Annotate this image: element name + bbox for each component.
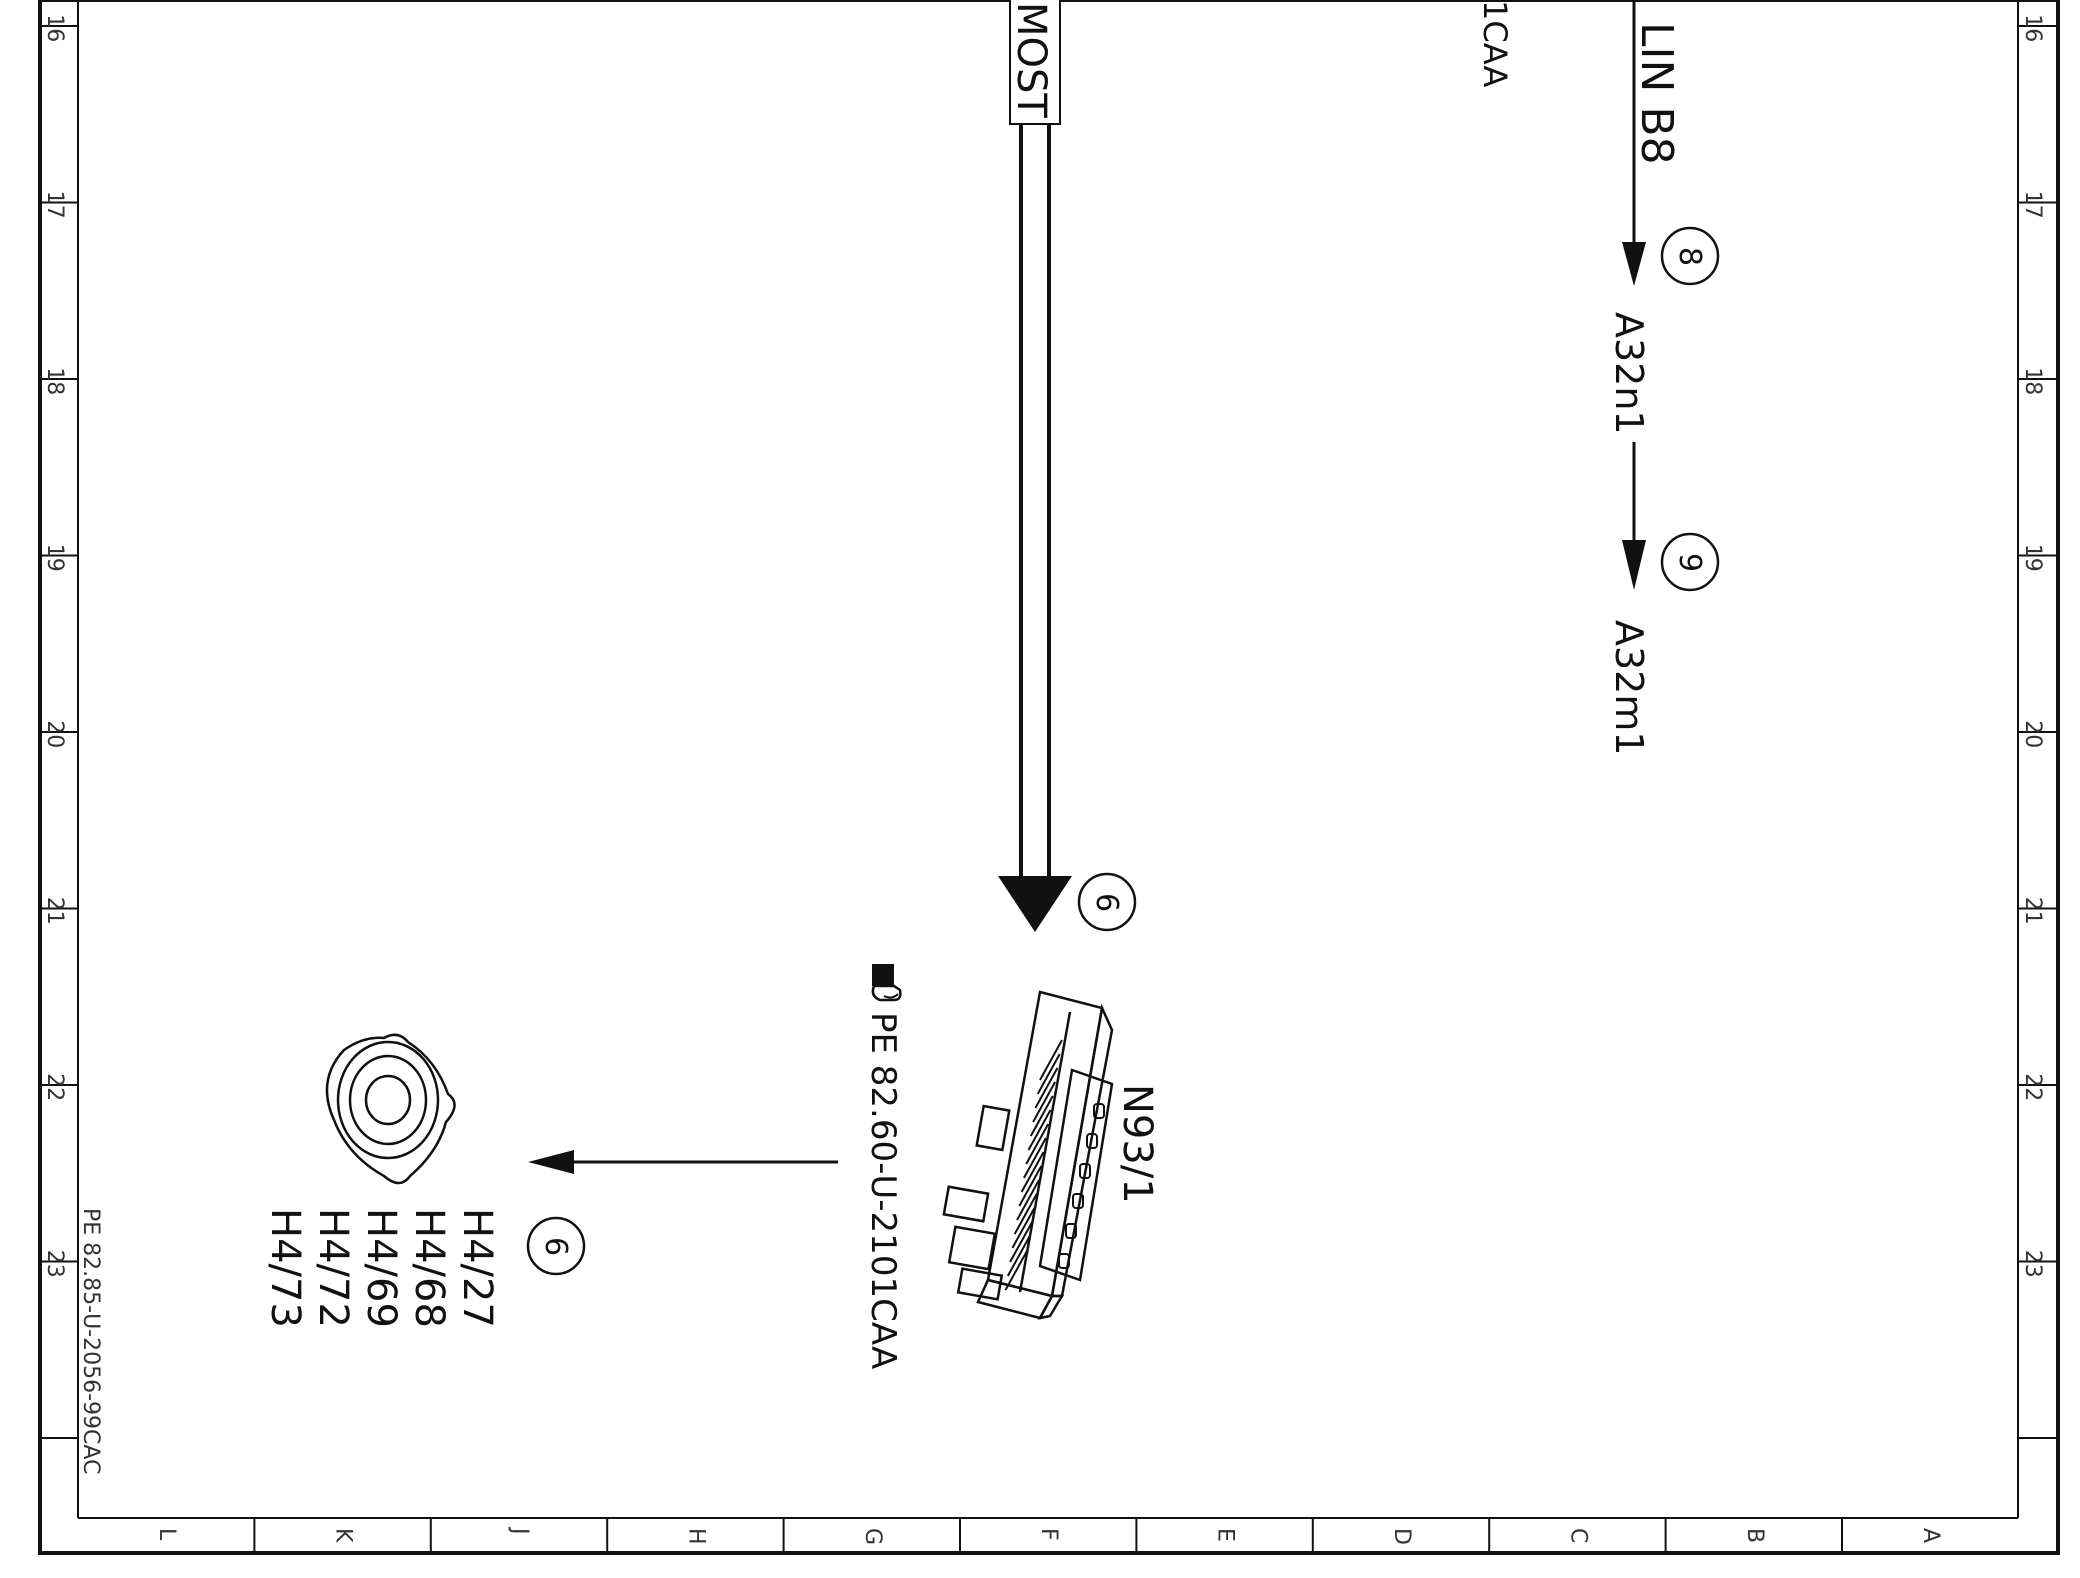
row-label: 17 xyxy=(42,191,67,219)
row-label: 19 xyxy=(42,544,67,572)
col-label: K xyxy=(331,1528,356,1543)
row-label: 18 xyxy=(2020,367,2045,395)
speaker-id: H4/73 xyxy=(262,1208,308,1328)
module-fin xyxy=(1036,1053,1061,1095)
row-label: 21 xyxy=(2020,897,2045,925)
col-label: J xyxy=(507,1526,532,1535)
lin-circle-1-label: 8 xyxy=(1672,247,1707,266)
module-pe-reference: PE 82.60-U-2101CAA xyxy=(863,1012,903,1369)
module-pins xyxy=(1058,1103,1105,1269)
row-label: 23 xyxy=(42,1250,67,1278)
row-label: 20 xyxy=(42,720,67,748)
row-label: 21 xyxy=(42,897,67,925)
lin-bus-label: LIN B8 xyxy=(1631,22,1682,165)
module-fin xyxy=(1025,1123,1050,1165)
module-fin xyxy=(1016,1179,1040,1221)
most-bus: MOST 6 xyxy=(998,0,1137,932)
row-ticks xyxy=(40,25,2058,1439)
module-name-label: N93/1 xyxy=(1114,1084,1160,1204)
target-a32n1: A32n1 xyxy=(1607,312,1651,435)
module-fin xyxy=(1029,1095,1054,1137)
lin-arrowhead-2 xyxy=(1622,540,1646,590)
module-fin xyxy=(1013,1193,1038,1235)
module-fin xyxy=(1018,1165,1043,1207)
col-label: A xyxy=(1918,1528,1943,1543)
connector-circle-6-bus xyxy=(1077,872,1137,932)
module-pin xyxy=(1093,1103,1105,1119)
col-label: F xyxy=(1036,1528,1061,1541)
most-bus-circle-label: 6 xyxy=(1089,893,1124,912)
module-fin xyxy=(1011,1207,1036,1249)
module-fin xyxy=(1006,1235,1031,1277)
module-fin xyxy=(1004,1249,1029,1291)
speaker-id: H4/69 xyxy=(358,1208,404,1328)
col-label: H xyxy=(683,1528,708,1545)
module-pin xyxy=(1058,1253,1070,1269)
most-bus-arrowhead xyxy=(998,876,1072,932)
connector-circle-6-speaker xyxy=(526,1216,586,1276)
speaker-id: H4/27 xyxy=(454,1208,500,1328)
module-n93-1-illustration xyxy=(942,990,1114,1320)
connector-circle-9 xyxy=(1660,532,1720,592)
speaker-id: H4/68 xyxy=(406,1208,452,1328)
col-label: D xyxy=(1389,1528,1414,1545)
speaker-id: H4/72 xyxy=(310,1208,356,1328)
col-label: B xyxy=(1742,1528,1767,1543)
module-fin xyxy=(1034,1067,1059,1109)
row-label: 22 xyxy=(42,1073,67,1101)
module-fin xyxy=(1039,1039,1063,1081)
col-label: L xyxy=(154,1528,179,1541)
speaker-id-list: H4/27 H4/68 H4/69 H4/72 H4/73 xyxy=(262,1208,500,1328)
col-label: C xyxy=(1565,1528,1590,1543)
connector-circle-8 xyxy=(1660,226,1720,286)
row-label: 23 xyxy=(2020,1250,2045,1278)
module-fin xyxy=(1009,1221,1033,1263)
module-fins xyxy=(1004,1039,1063,1291)
module-fin xyxy=(1023,1137,1047,1179)
module-fin xyxy=(1027,1109,1052,1151)
module-fin xyxy=(1020,1151,1045,1193)
speaker-circle-label: 6 xyxy=(538,1237,573,1256)
most-bus-label: MOST xyxy=(1008,2,1054,118)
row-label: 20 xyxy=(2020,720,2045,748)
row-labels: 16 16 17 17 18 18 19 19 20 20 21 21 22 22 23 23 xyxy=(42,14,2045,1278)
module-pin xyxy=(1065,1223,1077,1239)
module-pin xyxy=(1086,1133,1098,1149)
outer-frame xyxy=(38,0,2060,1555)
module-fin xyxy=(1032,1081,1056,1123)
row-label: 17 xyxy=(2020,191,2045,219)
speaker-arrowhead xyxy=(528,1150,574,1174)
top-reference-label: 1CAA xyxy=(1476,0,1514,87)
lin-arrowhead-1 xyxy=(1622,242,1646,286)
row-label: 18 xyxy=(42,367,67,395)
row-label: 16 xyxy=(2020,14,2045,42)
row-label: 19 xyxy=(2020,544,2045,572)
row-label: 22 xyxy=(2020,1073,2045,1101)
module-pin xyxy=(1079,1163,1091,1179)
target-a32m1: A32m1 xyxy=(1607,620,1651,756)
row-label: 16 xyxy=(42,14,67,42)
col-label: G xyxy=(860,1528,885,1545)
speaker-icon xyxy=(325,1033,456,1185)
document-reference: PE 82.85-U-2056-99CAC xyxy=(78,1208,103,1474)
hand-pointer-icon xyxy=(871,964,902,1002)
module-pin xyxy=(1072,1193,1084,1209)
most-bus-label-box xyxy=(1009,0,1061,125)
col-label: E xyxy=(1213,1528,1238,1542)
col-ticks xyxy=(253,1518,1843,1553)
lin-circle-2-label: 9 xyxy=(1672,553,1707,572)
lin-b8-bus: LIN B8 8 A32n1 9 A32m1 xyxy=(1607,0,1720,756)
